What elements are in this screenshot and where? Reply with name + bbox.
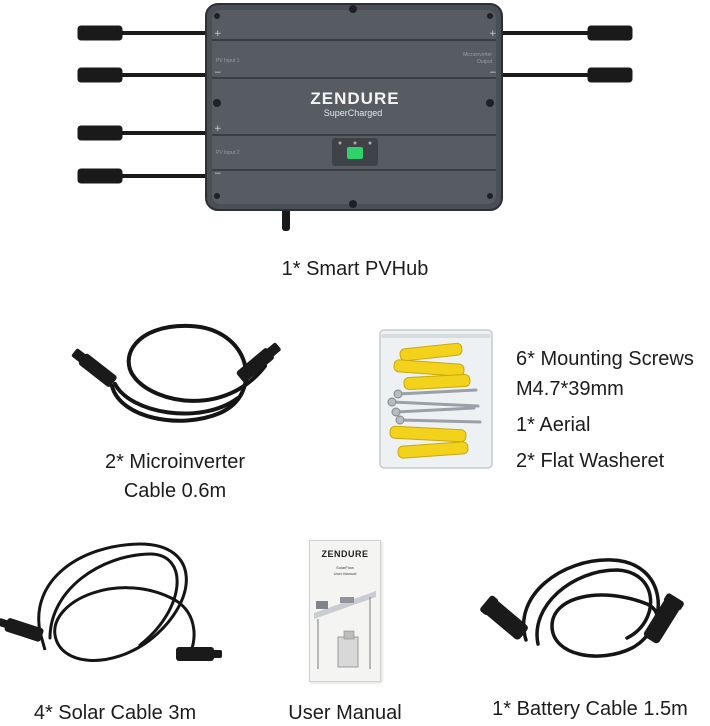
mounting-screws-bag-product	[378, 328, 496, 470]
microinverter-cable-caption-line1: 2* Microinverter	[104, 451, 246, 473]
svg-text:−: −	[214, 68, 222, 78]
user-manual-booklet: ZENDURE SolarFlow User Manual	[309, 540, 381, 682]
battery-cable-image	[480, 558, 684, 658]
manual-cover-illustration	[314, 591, 376, 669]
manual-brand-logo: ZENDURE	[321, 549, 369, 559]
battery-cable-product	[480, 556, 694, 674]
microinverter-cable-product	[60, 318, 290, 438]
microinverter-cable-caption-line2: Cable 0.6m	[123, 480, 227, 502]
battery-cable-caption: 1* Battery Cable 1.5m	[492, 698, 688, 720]
user-manual-caption: User Manual	[288, 702, 402, 724]
manual-title-line2: User Manual	[333, 571, 357, 576]
hub-brand-logo: ZENDURE	[310, 89, 400, 108]
hub-port-label-pv1: PV Input 1	[216, 58, 240, 64]
hub-port-label-pv2: PV Input 2	[216, 150, 240, 156]
solar-cable-image	[0, 542, 222, 662]
smart-pvhub-image: + − + − + −	[77, 3, 633, 231]
mounting-screws-line1: 6* Mounting Screws	[516, 348, 694, 370]
mounting-screws-line2: M4.7*39mm	[516, 378, 624, 400]
smart-pvhub-caption: 1* Smart PVHub	[281, 258, 429, 280]
smart-pvhub-product: + − + − + − ZENDURE SuperCharged PV Input 1…	[0, 0, 710, 245]
manual-title-line1: SolarFlow	[336, 565, 354, 570]
flat-washeret-line: 2* Flat Washeret	[516, 450, 665, 472]
microinverter-cable-image	[71, 323, 281, 423]
hub-subbrand-text: SuperCharged	[323, 108, 383, 118]
solar-cable-product	[0, 540, 225, 680]
mounting-screws-bag-image	[379, 329, 493, 469]
svg-text:−: −	[489, 68, 497, 78]
aerial-line: 1* Aerial	[516, 414, 591, 436]
solar-cable-caption: 4* Solar Cable 3m	[33, 702, 197, 724]
hub-port-label-output: Microinverter Output	[463, 52, 492, 65]
svg-text:+: +	[489, 29, 497, 39]
svg-text:−: −	[214, 169, 222, 179]
svg-text:+: +	[214, 124, 222, 134]
svg-text:+: +	[214, 29, 222, 39]
